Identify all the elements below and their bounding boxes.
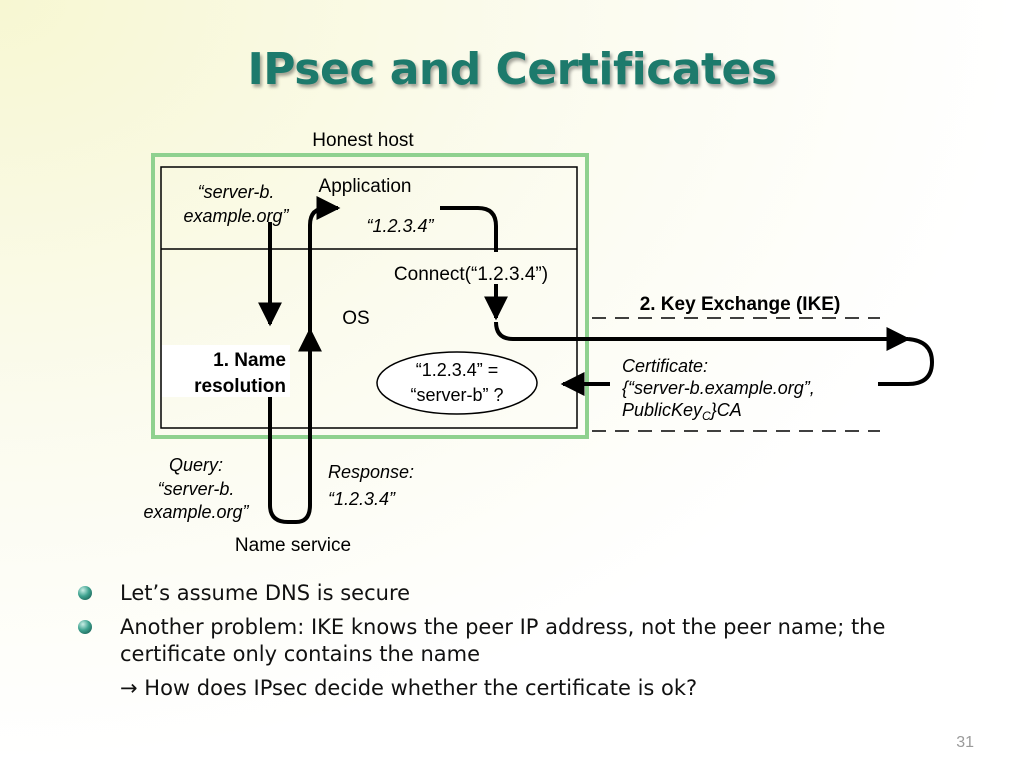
resolved-ip-label: “1.2.3.4”	[366, 216, 434, 236]
bullet-text: Another problem: IKE knows the peer IP a…	[120, 615, 886, 666]
honest-host-label: Honest host	[312, 130, 414, 151]
verification-ellipse	[376, 351, 538, 415]
bullet-item: Let’s assume DNS is secure	[70, 580, 950, 607]
os-label: OS	[342, 308, 369, 329]
application-label: Application	[319, 176, 412, 197]
bullet-list: Let’s assume DNS is secure Another probl…	[70, 580, 950, 702]
ike-outgoing-arrow	[494, 321, 911, 351]
name-service-label: Name service	[235, 535, 351, 556]
sub-point-text: How does IPsec decide whether the certif…	[144, 676, 698, 700]
host-inner-frame	[160, 166, 578, 429]
slide-title: IPsec and Certificates	[247, 44, 777, 95]
certificate-line3: PublicKeyC}CA	[622, 400, 742, 423]
name-resolution-line2: resolution	[194, 376, 286, 397]
check-line2: “server-b” ?	[410, 385, 503, 405]
certificate-line2: {“server-b.example.org”,	[622, 378, 815, 398]
bullet-dot-icon	[78, 586, 92, 600]
honest-host-frame	[151, 153, 589, 439]
response-line1: Response:	[328, 462, 414, 482]
name-resolution-label-bg	[162, 345, 290, 397]
key-exchange-label: 2. Key Exchange (IKE)	[640, 294, 841, 315]
query-line3: example.org”	[143, 502, 249, 522]
connect-call-label: Connect(“1.2.3.4”)	[394, 264, 548, 285]
name-service-loop	[268, 327, 322, 524]
name-resolution-line1: 1. Name	[213, 350, 286, 371]
ipsec-diagram: Honest host Application OS “server-b. ex…	[143, 130, 935, 556]
ike-return-loop	[878, 337, 935, 386]
response-up-arrow	[308, 196, 341, 355]
certificate-line1: Certificate:	[622, 356, 708, 376]
query-line2: “server-b.	[158, 479, 235, 499]
check-line1: “1.2.3.4” =	[416, 360, 499, 380]
bullet-item: Another problem: IKE knows the peer IP a…	[70, 614, 950, 668]
query-line1: Query:	[169, 455, 223, 475]
response-line2: “1.2.3.4”	[328, 489, 396, 509]
page-number: 31	[956, 734, 974, 751]
server-name-line1: “server-b.	[198, 182, 275, 202]
arrow-right-icon: →	[120, 676, 138, 700]
bullet-text: Let’s assume DNS is secure	[120, 581, 411, 605]
bullet-dot-icon	[78, 620, 92, 634]
server-name-line2: example.org”	[183, 206, 289, 226]
sub-point: → How does IPsec decide whether the cert…	[70, 675, 950, 702]
app-connect-arrow	[440, 206, 498, 252]
